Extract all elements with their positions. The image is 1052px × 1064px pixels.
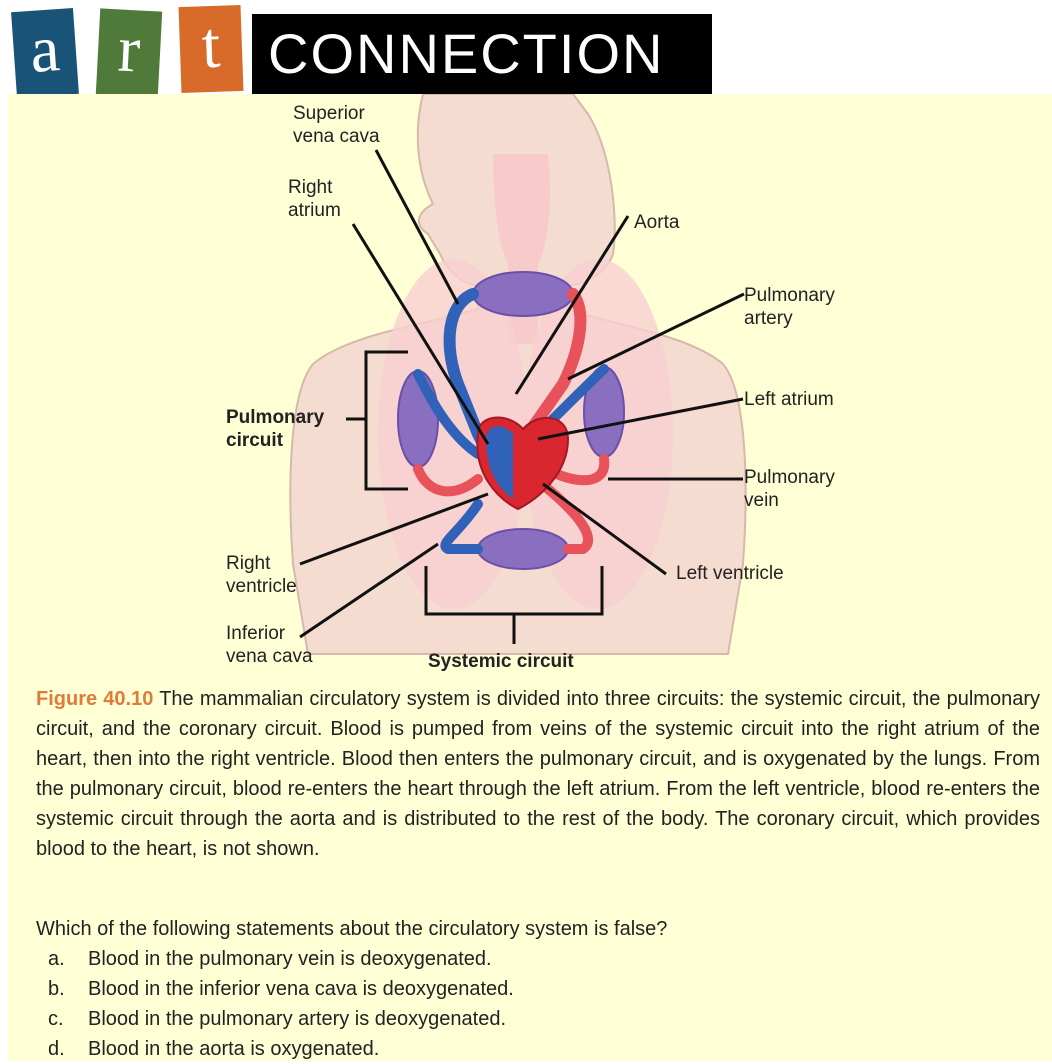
option-letter: b. bbox=[48, 974, 88, 1004]
label-pulmonary-artery: Pulmonary artery bbox=[744, 284, 835, 330]
label-left-ventricle: Left ventricle bbox=[676, 562, 784, 585]
question-text: Which of the following statements about … bbox=[36, 914, 667, 944]
caption-text: The mammalian circulatory system is divi… bbox=[36, 688, 1040, 860]
option-letter: d. bbox=[48, 1034, 88, 1064]
option-d: d.Blood in the aorta is oxygenated. bbox=[48, 1034, 514, 1064]
label-right-ventricle: Right ventricle bbox=[226, 552, 297, 598]
option-text: Blood in the pulmonary vein is deoxygena… bbox=[88, 948, 492, 970]
figure-caption: Figure 40.10 The mammalian circulatory s… bbox=[36, 684, 1040, 864]
banner-letter-t: t bbox=[179, 5, 244, 93]
label-systemic-circuit: Systemic circuit bbox=[428, 650, 574, 673]
label-pulmonary-vein: Pulmonary vein bbox=[744, 466, 835, 512]
label-inferior-vena-cava: Inferior vena cava bbox=[226, 622, 313, 668]
option-c: c.Blood in the pulmonary artery is deoxy… bbox=[48, 1004, 514, 1034]
option-b: b.Blood in the inferior vena cava is deo… bbox=[48, 974, 514, 1004]
banner-word: CONNECTION bbox=[268, 22, 664, 86]
option-a: a.Blood in the pulmonary vein is deoxyge… bbox=[48, 944, 514, 974]
banner-letter-a: a bbox=[11, 8, 79, 98]
label-superior-vena-cava: Superior vena cava bbox=[293, 102, 380, 148]
option-letter: a. bbox=[48, 944, 88, 974]
answer-options: a.Blood in the pulmonary vein is deoxyge… bbox=[48, 944, 514, 1064]
label-right-atrium: Right atrium bbox=[288, 176, 341, 222]
art-connection-banner: a r t CONNECTION bbox=[0, 0, 1052, 100]
option-text: Blood in the pulmonary artery is deoxyge… bbox=[88, 1008, 506, 1030]
option-text: Blood in the aorta is oxygenated. bbox=[88, 1038, 379, 1060]
label-pulmonary-circuit: Pulmonary circuit bbox=[226, 406, 324, 452]
option-text: Blood in the inferior vena cava is deoxy… bbox=[88, 978, 514, 1000]
option-letter: c. bbox=[48, 1004, 88, 1034]
label-aorta: Aorta bbox=[634, 211, 679, 234]
label-left-atrium: Left atrium bbox=[744, 388, 834, 411]
banner-letter-r: r bbox=[96, 8, 162, 97]
circulatory-diagram bbox=[8, 94, 1052, 684]
figure-number: Figure 40.10 bbox=[36, 688, 153, 710]
